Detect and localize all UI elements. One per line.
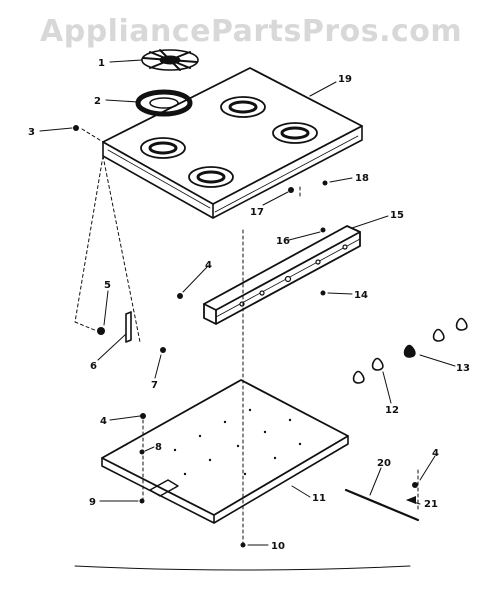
callout-17: 17 [250,207,264,218]
callout-15: 15 [390,210,404,221]
callout-11: 11 [312,493,326,504]
screw-4-right [412,482,418,488]
watermark-logo: AppliancePartsPros.com [40,14,463,49]
rod [344,488,420,522]
callout-10: 10 [271,541,285,552]
callout-6: 6 [90,361,97,372]
screw-16 [320,227,326,233]
control-knobs [352,317,468,384]
callout-16: 16 [276,236,290,247]
callout-5: 5 [104,280,111,291]
callout-2: 2 [94,96,101,107]
callout-18: 18 [355,173,369,184]
callout-labels: 1 2 3 19 4 5 18 17 16 15 6 7 14 13 12 4 … [28,58,470,552]
screw-8 [139,449,145,455]
callout-3: 3 [28,127,35,138]
callout-4-top: 4 [205,260,212,271]
floor-line [74,565,411,571]
callout-1: 1 [98,58,105,69]
screw-17 [288,187,294,193]
clip-5 [97,327,105,335]
screw-18 [322,180,328,186]
callout-4-mid: 4 [100,416,107,427]
burner-rail [203,225,361,325]
callout-13: 13 [456,363,470,374]
screw-9 [139,498,145,504]
callout-14: 14 [354,290,368,301]
screw-4-mid [140,413,146,419]
callout-9: 9 [89,497,96,508]
callout-7: 7 [151,380,158,391]
callout-12: 12 [385,405,399,416]
leader-lines [39,59,456,546]
screws [73,125,418,548]
screw-7 [160,347,166,353]
burner-grate [141,49,199,71]
callout-21: 21 [424,499,438,510]
burner-box [101,379,349,524]
callout-20: 20 [377,458,391,469]
burner-ring [135,89,193,117]
bracket [125,311,132,343]
screw-14 [320,290,326,296]
screw-3 [73,125,79,131]
callout-8: 8 [155,442,162,453]
screw-4-top [177,293,183,299]
callout-4-right: 4 [432,448,439,459]
callout-19: 19 [338,74,352,85]
cooktop [102,67,363,219]
